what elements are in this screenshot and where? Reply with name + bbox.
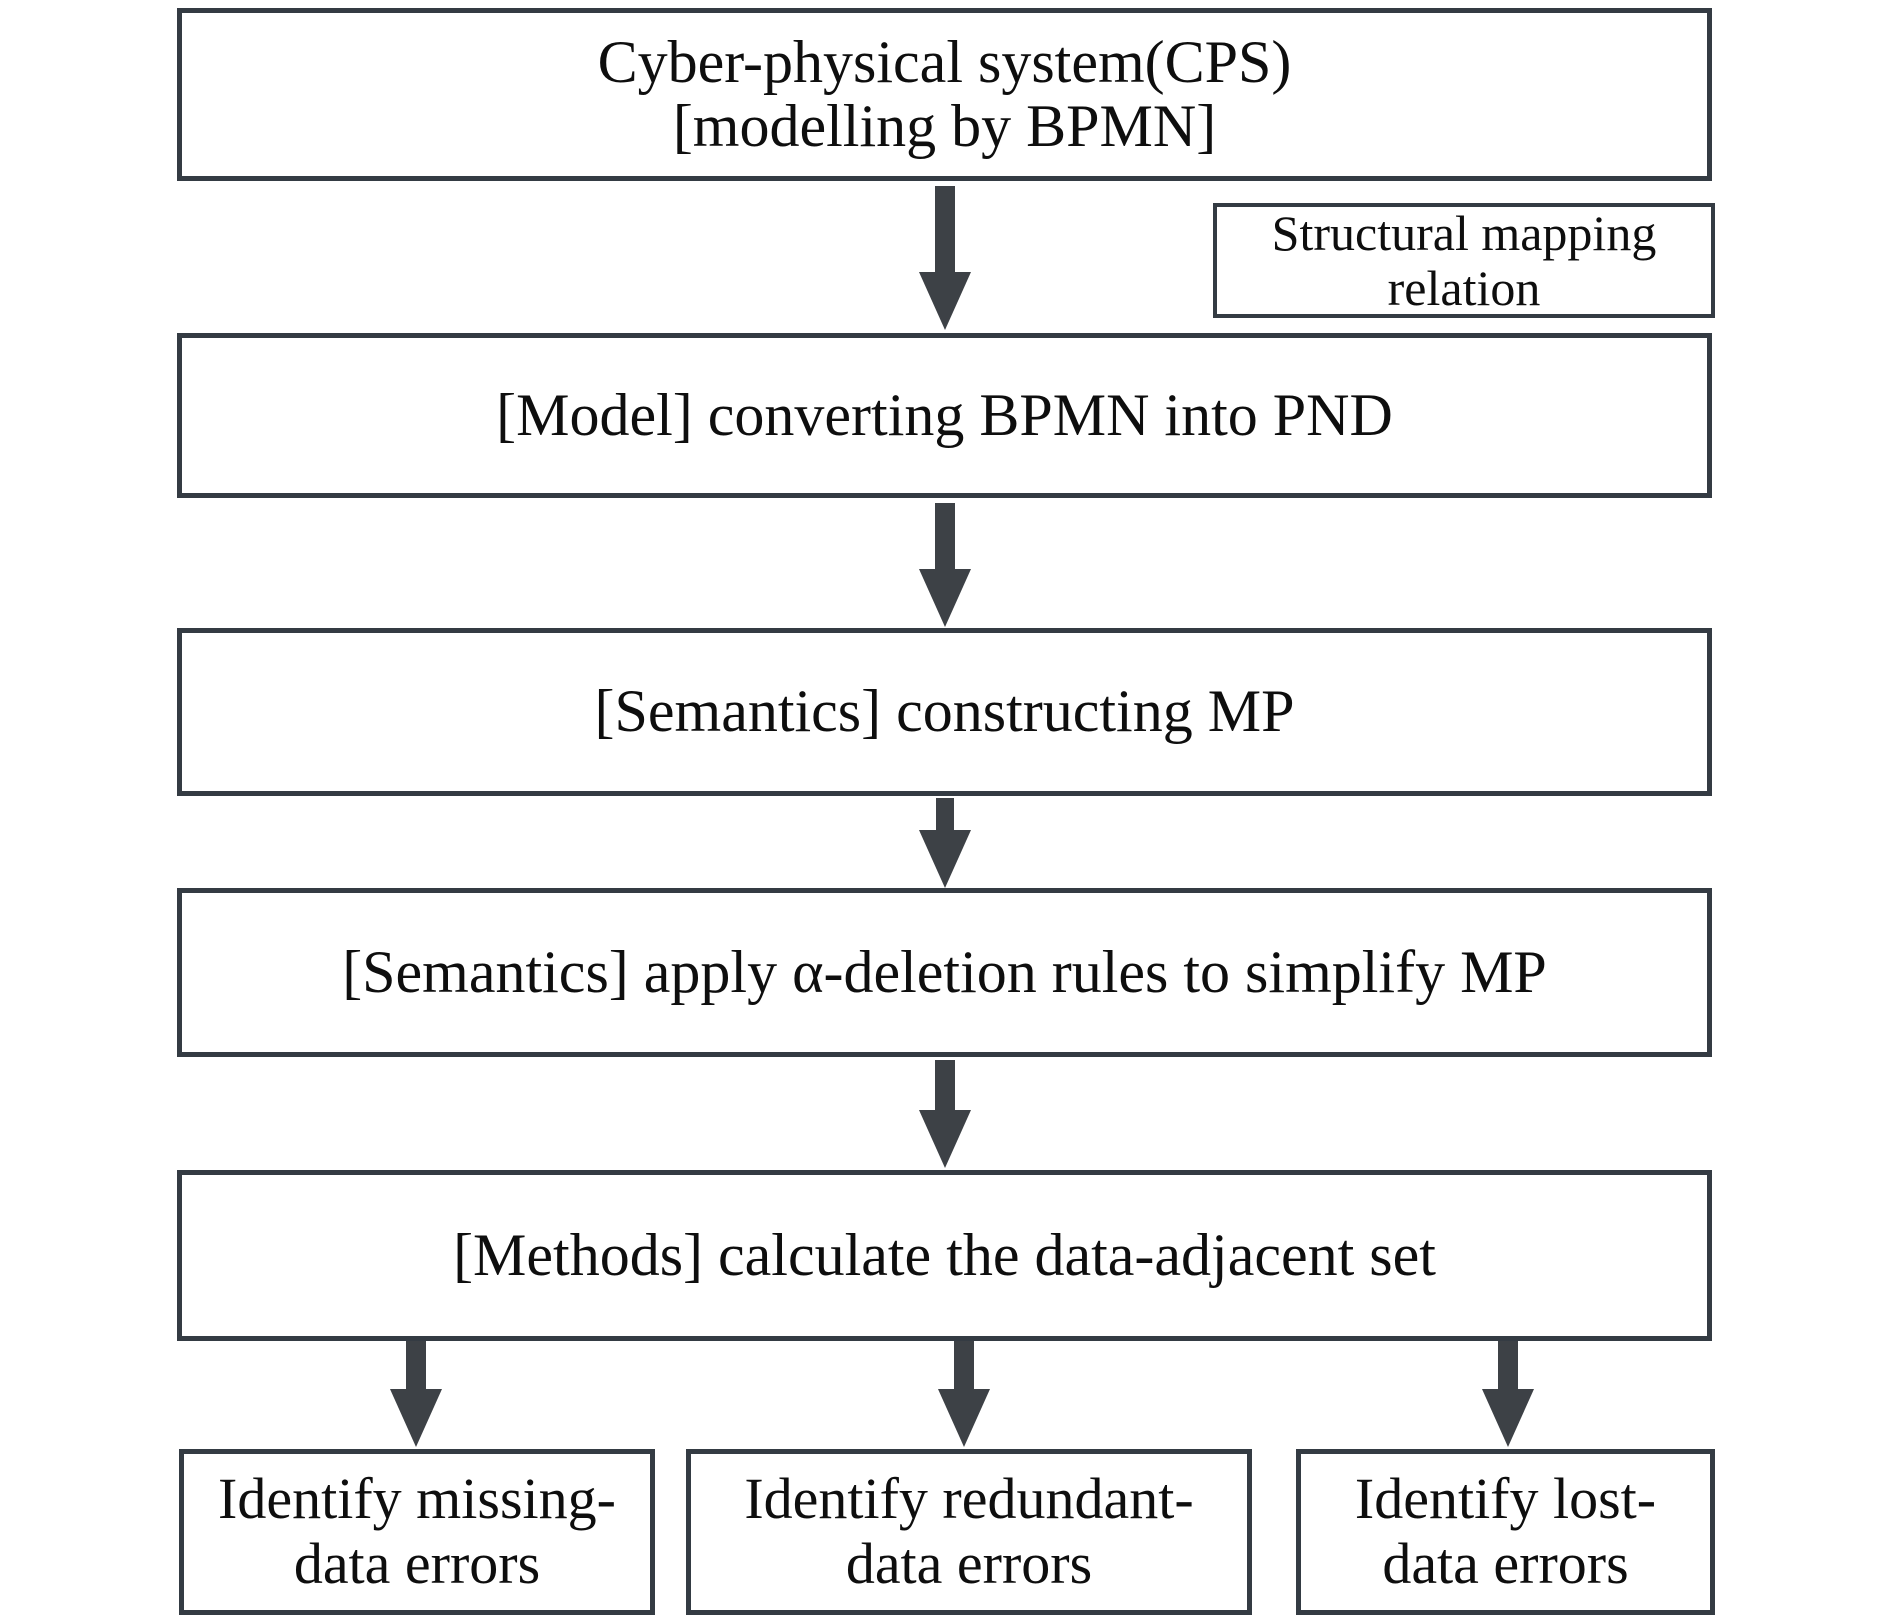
arrow-head: [1482, 1389, 1534, 1447]
node-identify-redundant: Identify redundant- data errors: [686, 1449, 1252, 1615]
node-data-adjacent-set: [Methods] calculate the data-adjacent se…: [177, 1170, 1712, 1341]
node-cps-line1: Cyber-physical system(CPS): [597, 28, 1292, 95]
node-lost-line1: Identify lost-: [1354, 1466, 1657, 1532]
arrow-stem: [935, 1060, 955, 1110]
arrow-alpha-to-methods: [919, 1060, 971, 1168]
node-identify-missing: Identify missing- data errors: [179, 1449, 655, 1615]
node-missing-line1: Identify missing-: [218, 1466, 616, 1532]
node-cps-line2: [modelling by BPMN]: [672, 92, 1217, 159]
arrow-head: [919, 569, 971, 627]
node-methods-label: [Methods] calculate the data-adjacent se…: [453, 1221, 1436, 1288]
arrow-stem: [936, 798, 954, 830]
arrow-stem: [954, 1341, 974, 1389]
arrow-methods-to-redundant: [938, 1341, 990, 1447]
arrow-model-to-semantics: [919, 503, 971, 627]
arrow-head: [390, 1389, 442, 1447]
arrow-methods-to-missing: [390, 1341, 442, 1447]
arrow-semantics-to-alpha: [919, 798, 971, 888]
node-alpha-deletion-label: [Semantics] apply α-deletion rules to si…: [342, 938, 1547, 1005]
arrow-stem: [935, 186, 955, 272]
node-model-converting: [Model] converting BPMN into PND: [177, 333, 1712, 498]
node-constructing-mp: [Semantics] constructing MP: [177, 628, 1712, 796]
node-identify-lost: Identify lost- data errors: [1296, 1449, 1715, 1615]
arrow-stem: [406, 1341, 426, 1389]
arrow-stem: [935, 503, 955, 569]
arrow-methods-to-lost: [1482, 1341, 1534, 1447]
node-redundant-line2: data errors: [845, 1531, 1093, 1596]
node-alpha-deletion: [Semantics] apply α-deletion rules to si…: [177, 888, 1712, 1057]
arrow-head: [919, 1110, 971, 1168]
node-redundant-line1: Identify redundant-: [744, 1466, 1194, 1532]
node-structural-line1: Structural mapping: [1271, 204, 1657, 261]
node-model-label: [Model] converting BPMN into PND: [496, 381, 1393, 448]
arrow-head: [919, 272, 971, 330]
node-missing-line2: data errors: [293, 1531, 541, 1596]
node-constructing-mp-label: [Semantics] constructing MP: [594, 678, 1295, 745]
node-cps: Cyber-physical system(CPS) [modelling by…: [177, 8, 1712, 181]
arrow-head: [919, 830, 971, 888]
node-structural-mapping: Structural mapping relation: [1213, 203, 1715, 318]
arrow-stem: [1498, 1341, 1518, 1389]
arrow-head: [938, 1389, 990, 1447]
arrow-cps-to-model: [919, 186, 971, 330]
node-lost-line2: data errors: [1382, 1531, 1629, 1596]
node-structural-line2: relation: [1387, 259, 1541, 316]
